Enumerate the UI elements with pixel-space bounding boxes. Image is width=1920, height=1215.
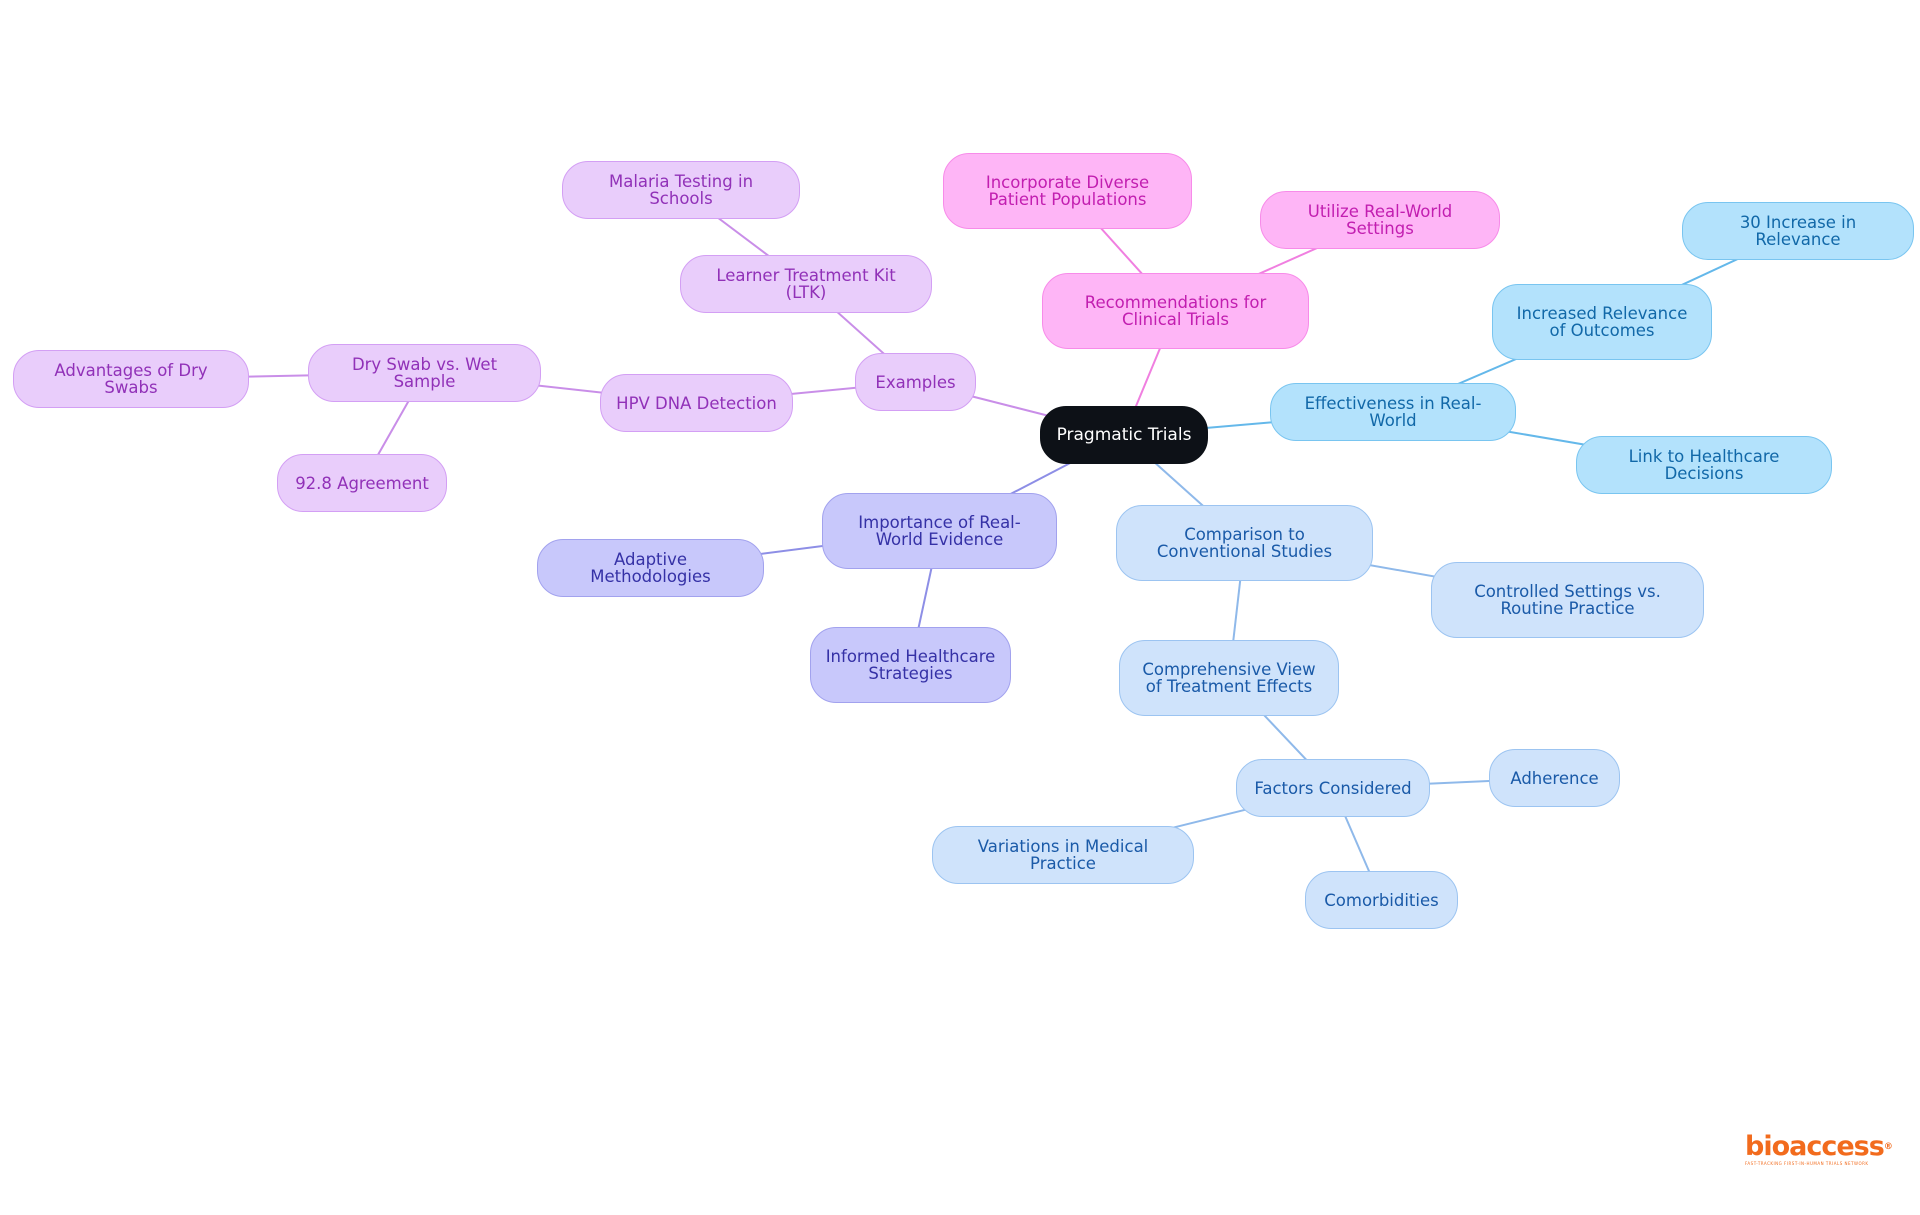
node-comparison-conventional-studies[interactable]: Comparison to Conventional Studies — [1116, 505, 1373, 581]
logo-registered-mark: ® — [1883, 1142, 1893, 1152]
node-effectiveness-real-world[interactable]: Effectiveness in Real-World — [1270, 383, 1516, 441]
root-node-pragmatic-trials[interactable]: Pragmatic Trials — [1040, 406, 1208, 464]
node-learner-treatment-kit[interactable]: Learner Treatment Kit (LTK) — [680, 255, 932, 313]
node-informed-healthcare-strategies[interactable]: Informed Healthcare Strategies — [810, 627, 1011, 703]
logo-wordmark: bioaccess — [1745, 1131, 1885, 1162]
node-utilize-real-world-settings[interactable]: Utilize Real-World Settings — [1260, 191, 1500, 249]
node-link-healthcare-decisions[interactable]: Link to Healthcare Decisions — [1576, 436, 1832, 494]
bioaccess-logo: bioaccess® Fast-tracking first-in-human … — [1745, 1131, 1893, 1169]
node-increased-relevance-outcomes[interactable]: Increased Relevance of Outcomes — [1492, 284, 1712, 360]
node-importance-real-world-evidence[interactable]: Importance of Real-World Evidence — [822, 493, 1057, 569]
node-examples[interactable]: Examples — [855, 353, 976, 411]
node-controlled-settings-routine[interactable]: Controlled Settings vs. Routine Practice — [1431, 562, 1704, 638]
node-dry-swab-vs-wet-sample[interactable]: Dry Swab vs. Wet Sample — [308, 344, 541, 402]
node-incorporate-diverse-populations[interactable]: Incorporate Diverse Patient Populations — [943, 153, 1192, 229]
node-recommendations-clinical-trials[interactable]: Recommendations for Clinical Trials — [1042, 273, 1309, 349]
node-comprehensive-view-treatment[interactable]: Comprehensive View of Treatment Effects — [1119, 640, 1339, 716]
node-malaria-testing[interactable]: Malaria Testing in Schools — [562, 161, 800, 219]
node-adaptive-methodologies[interactable]: Adaptive Methodologies — [537, 539, 764, 597]
node-hpv-dna-detection[interactable]: HPV DNA Detection — [600, 374, 793, 432]
node-adherence[interactable]: Adherence — [1489, 749, 1620, 807]
node-factors-considered[interactable]: Factors Considered — [1236, 759, 1430, 817]
node-comorbidities[interactable]: Comorbidities — [1305, 871, 1458, 929]
node-30-increase-relevance[interactable]: 30 Increase in Relevance — [1682, 202, 1914, 260]
node-advantages-of-dry-swabs[interactable]: Advantages of Dry Swabs — [13, 350, 249, 408]
node-agreement[interactable]: 92.8 Agreement — [277, 454, 447, 512]
logo-tagline: Fast-tracking first-in-human trials netw… — [1745, 1161, 1869, 1166]
node-variations-medical-practice[interactable]: Variations in Medical Practice — [932, 826, 1194, 884]
